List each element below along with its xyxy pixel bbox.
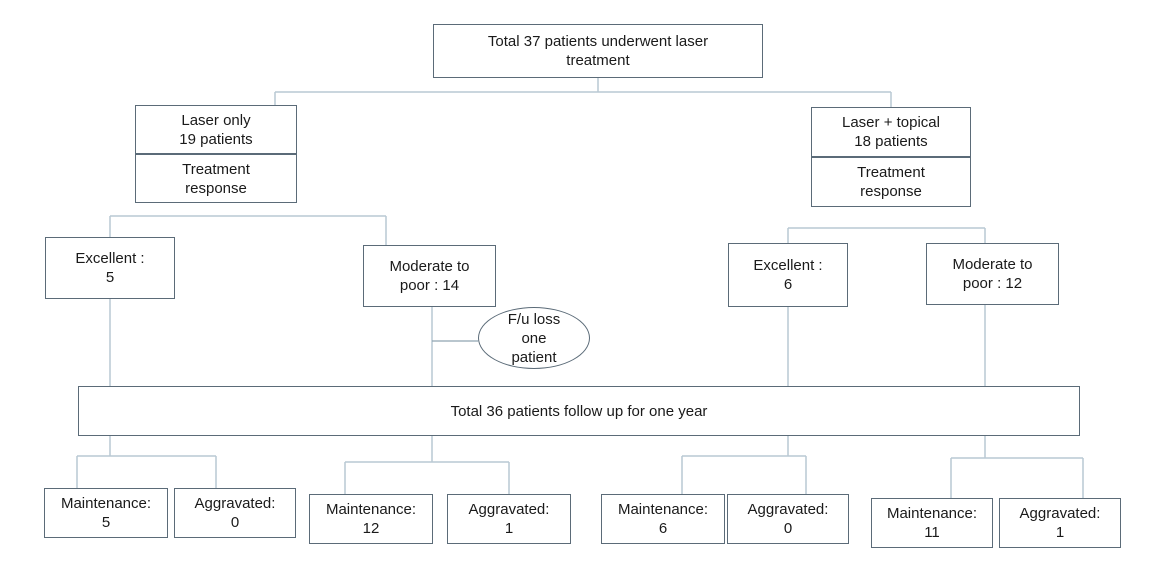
root-box: Total 37 patients underwent laser treatm… (433, 24, 763, 78)
outcome-label: Aggravated: 1 (468, 501, 550, 537)
outcome-label: Maintenance: 6 (617, 501, 709, 537)
laser-topical-excellent-box: Excellent : 6 (728, 243, 848, 307)
group-laser-topical-response-box: Treatment response (811, 157, 971, 207)
laser-only-moderate-aggravated-box: Aggravated: 1 (447, 494, 571, 544)
laser-only-excellent-label: Excellent : 5 (75, 250, 145, 286)
outcome-label: Aggravated: 1 (1019, 505, 1101, 541)
outcome-label: Aggravated: 0 (194, 495, 276, 531)
outcome-label: Maintenance: 5 (60, 495, 152, 531)
laser-topical-moderate-box: Moderate to poor : 12 (926, 243, 1059, 305)
laser-only-moderate-label: Moderate to poor : 14 (389, 258, 470, 294)
laser-topical-moderate-label: Moderate to poor : 12 (952, 256, 1033, 292)
group-laser-only-box: Laser only 19 patients (135, 105, 297, 154)
laser-only-moderate-maintenance-box: Maintenance: 12 (309, 494, 433, 544)
group-laser-only-response-label: Treatment response (182, 160, 250, 197)
group-laser-topical-response-label: Treatment response (857, 164, 925, 200)
group-laser-only-response-box: Treatment response (135, 154, 297, 203)
group-laser-topical-label: Laser + topical 18 patients (842, 114, 940, 150)
root-label: Total 37 patients underwent laser treatm… (487, 33, 709, 69)
laser-topical-moderate-maintenance-box: Maintenance: 11 (871, 498, 993, 548)
laser-topical-excellent-aggravated-box: Aggravated: 0 (727, 494, 849, 544)
laser-only-excellent-maintenance-box: Maintenance: 5 (44, 488, 168, 538)
laser-only-excellent-aggravated-box: Aggravated: 0 (174, 488, 296, 538)
followup-loss-label: F/u loss one patient (507, 310, 561, 366)
outcome-label: Maintenance: 12 (325, 501, 417, 537)
group-laser-topical-box: Laser + topical 18 patients (811, 107, 971, 157)
laser-only-excellent-box: Excellent : 5 (45, 237, 175, 299)
group-laser-only-label: Laser only 19 patients (179, 111, 253, 148)
followup-total-box: Total 36 patients follow up for one year (78, 386, 1080, 436)
laser-topical-excellent-label: Excellent : 6 (753, 257, 823, 293)
outcome-label: Maintenance: 11 (886, 505, 978, 541)
followup-loss-ellipse: F/u loss one patient (478, 307, 590, 369)
outcome-label: Aggravated: 0 (747, 501, 829, 537)
laser-topical-excellent-maintenance-box: Maintenance: 6 (601, 494, 725, 544)
followup-total-label: Total 36 patients follow up for one year (450, 402, 708, 420)
laser-only-moderate-box: Moderate to poor : 14 (363, 245, 496, 307)
laser-topical-moderate-aggravated-box: Aggravated: 1 (999, 498, 1121, 548)
